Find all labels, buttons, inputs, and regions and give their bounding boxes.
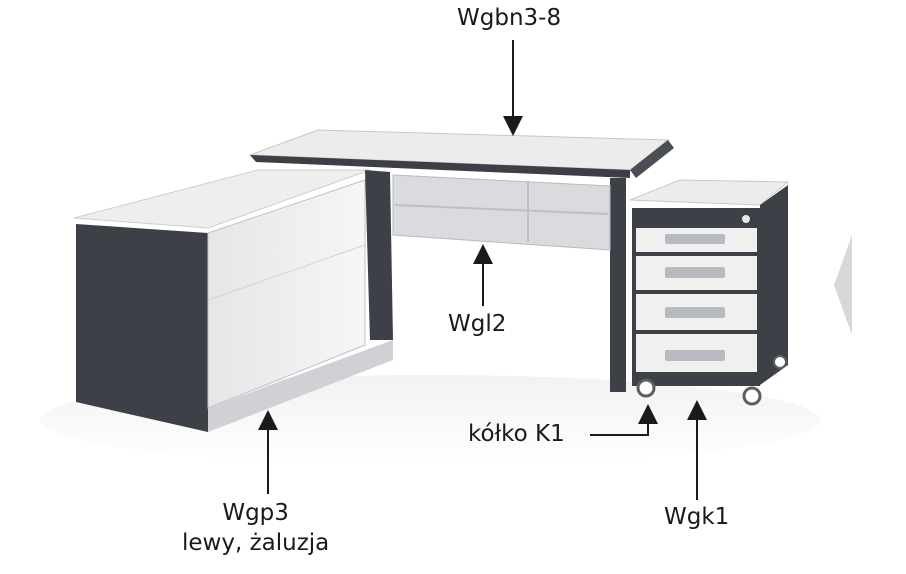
drawer-handle bbox=[665, 234, 725, 244]
drawer-handle bbox=[665, 267, 725, 278]
wheel bbox=[742, 386, 762, 406]
pedestal-side bbox=[760, 185, 788, 385]
cabinet bbox=[73, 169, 393, 432]
cabinet-shutter bbox=[207, 179, 366, 409]
label-modesty-panel: Wgl2 bbox=[448, 311, 507, 337]
arrow-wheel bbox=[590, 404, 658, 436]
pedestal-top bbox=[629, 179, 790, 206]
label-pedestal: Wgk1 bbox=[664, 504, 730, 530]
desk-frame-side bbox=[630, 140, 674, 178]
cabinet-plinth bbox=[208, 340, 393, 432]
cabinet-top bbox=[73, 169, 371, 229]
modesty-panel bbox=[392, 174, 611, 251]
drawer-handle bbox=[665, 307, 725, 318]
label-cabinet-code: Wgp3 bbox=[222, 500, 289, 526]
modesty-panel-rail bbox=[394, 204, 609, 215]
label-desk-top: Wgbn3-8 bbox=[457, 5, 562, 31]
label-cabinet-desc: lewy, żaluzja bbox=[182, 529, 330, 556]
drawer-handle bbox=[665, 350, 725, 361]
wheel bbox=[773, 355, 787, 369]
pointer-arrows bbox=[258, 40, 707, 500]
label-cabinet: Wgp3 lewy, żaluzja bbox=[182, 499, 329, 559]
desk-leg-left bbox=[365, 170, 393, 340]
pedestal bbox=[629, 179, 790, 406]
desk-top-edge bbox=[250, 155, 630, 178]
label-wheel: kółko K1 bbox=[468, 421, 565, 447]
side-decoration bbox=[834, 235, 852, 335]
shutter-line bbox=[207, 244, 366, 301]
desk bbox=[249, 129, 674, 392]
wheel bbox=[636, 378, 656, 398]
lock-icon bbox=[742, 215, 750, 223]
desk-leg-right bbox=[610, 178, 626, 392]
cabinet-side bbox=[76, 224, 208, 432]
